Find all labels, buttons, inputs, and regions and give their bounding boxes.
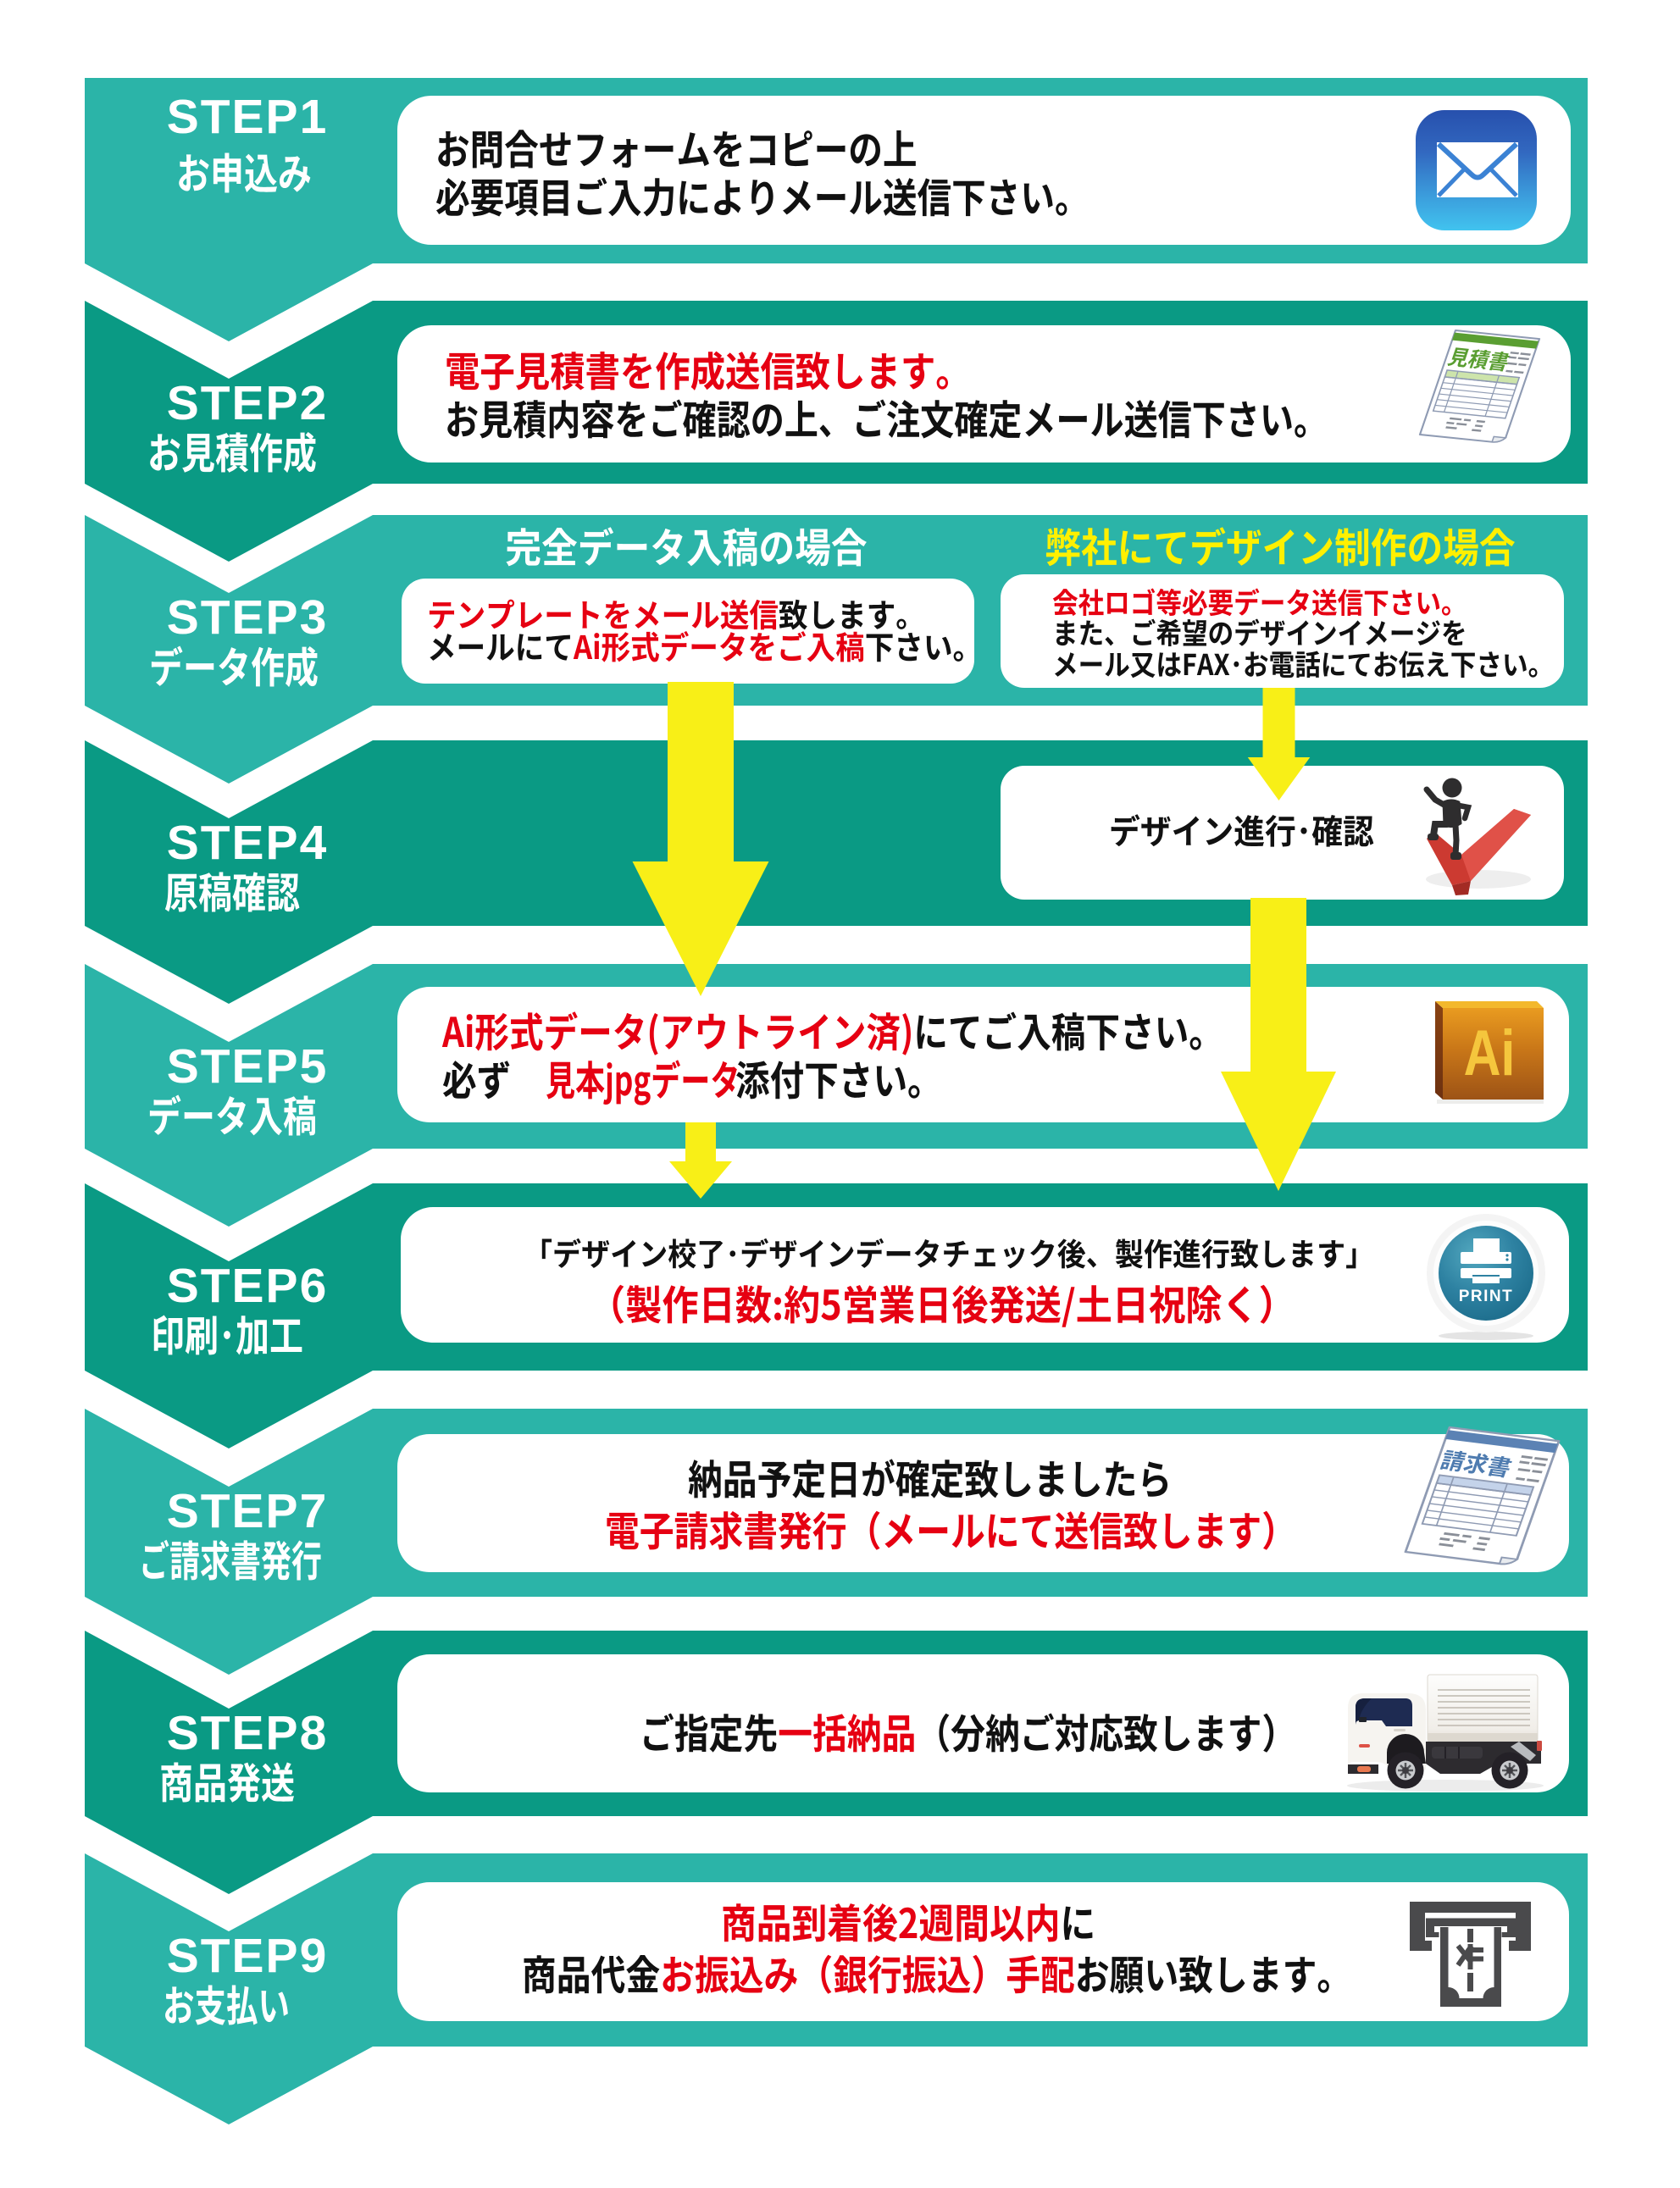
svg-text:PRINT: PRINT — [1459, 1288, 1514, 1305]
svg-text:STEP5: STEP5 — [167, 1039, 329, 1094]
svg-text:STEP7: STEP7 — [167, 1484, 329, 1538]
svg-text:STEP8: STEP8 — [167, 1706, 329, 1760]
svg-text:STEP3: STEP3 — [167, 590, 329, 645]
svg-text:STEP9: STEP9 — [167, 1929, 329, 1983]
svg-text:STEP2: STEP2 — [167, 376, 329, 430]
svg-text:Ai: Ai — [1464, 1017, 1516, 1089]
svg-text:STEP4: STEP4 — [167, 816, 329, 870]
svg-text:STEP6: STEP6 — [167, 1259, 329, 1313]
svg-text:STEP1: STEP1 — [167, 90, 329, 144]
